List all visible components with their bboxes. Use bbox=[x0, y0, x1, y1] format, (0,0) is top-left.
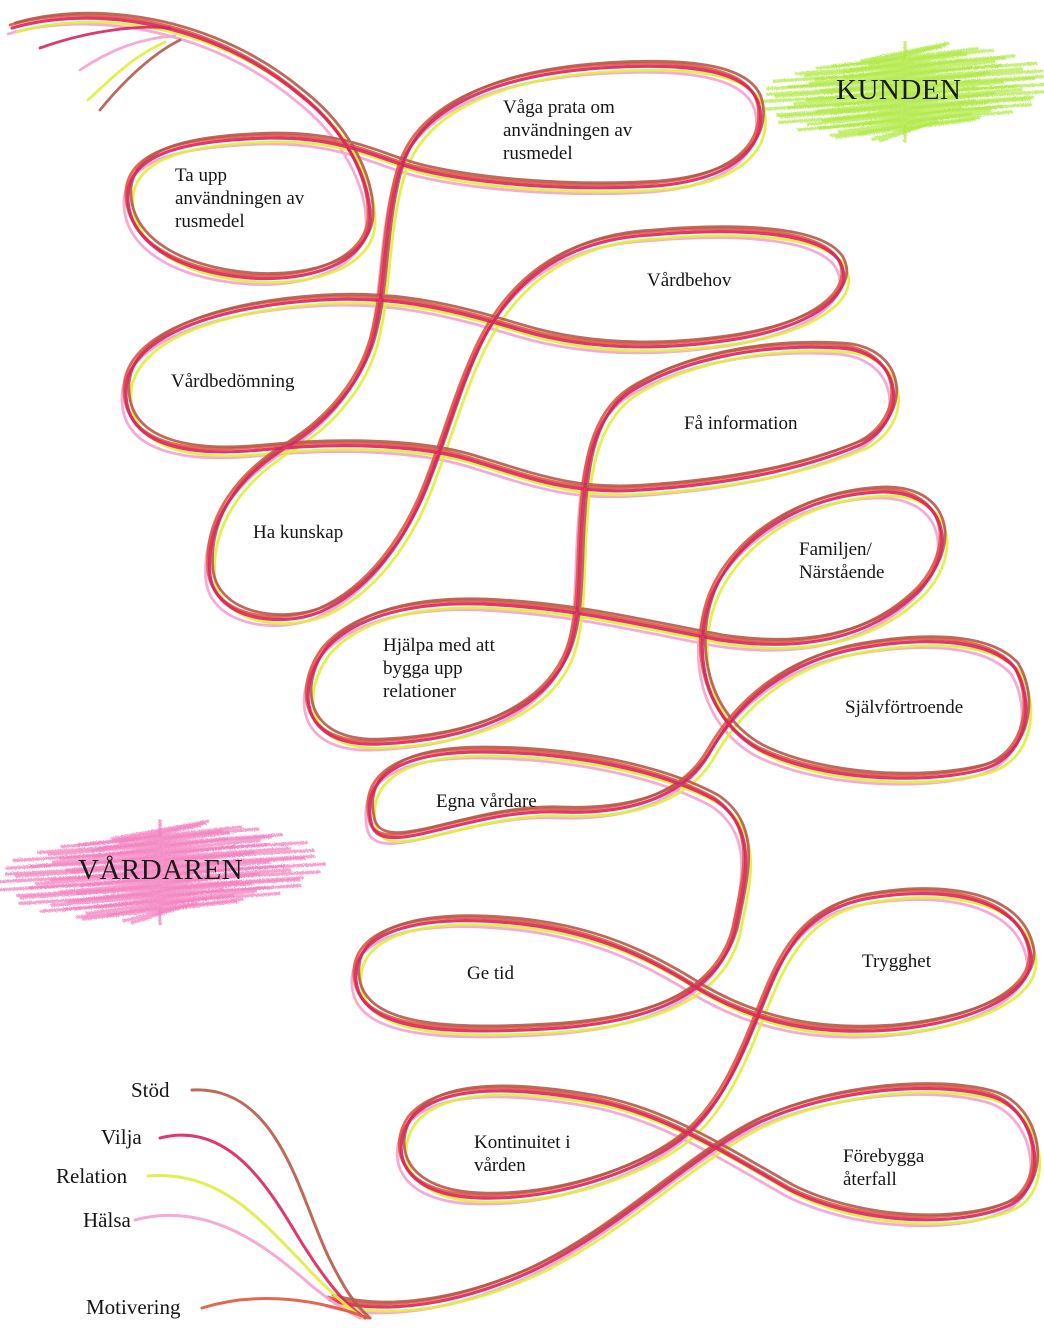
legend-label-relation: Relation bbox=[56, 1164, 128, 1188]
node-ge-tid: Ge tid bbox=[467, 963, 514, 984]
strand-loose-end bbox=[86, 40, 167, 102]
node-ta-upp: Ta upp användningen av rusmedel bbox=[175, 165, 305, 232]
legend-label-vilja: Vilja bbox=[101, 1125, 142, 1149]
node-trygghet: Trygghet bbox=[862, 951, 931, 972]
node-vardbehov: Vårdbehov bbox=[647, 270, 732, 291]
legend-line-vilja bbox=[158, 1133, 367, 1320]
node-vaga-prata: Våga prata om användningen av rusmedel bbox=[503, 97, 633, 164]
highlight-stroke bbox=[766, 69, 1044, 91]
legend-label-halsa: Hälsa bbox=[83, 1208, 131, 1232]
highlight-stroke bbox=[779, 97, 1031, 119]
highlight-stroke bbox=[793, 84, 1017, 106]
node-forebygga: Förebygga återfall bbox=[843, 1146, 925, 1190]
highlight-stroke bbox=[776, 95, 1034, 117]
highlight-stroke bbox=[760, 90, 1044, 111]
customer-title: KUNDEN bbox=[836, 74, 962, 106]
highlight-stroke bbox=[5, 848, 315, 870]
node-fa-information: Få information bbox=[684, 413, 798, 434]
legend-label-motivering: Motivering bbox=[86, 1295, 181, 1319]
caregiver-title: VÅRDAREN bbox=[78, 854, 244, 886]
node-familjen: Familjen/ Närstående bbox=[799, 539, 885, 583]
strand-bundle bbox=[6, 11, 1042, 1315]
strand-vilja bbox=[10, 16, 1037, 1309]
strand-relation bbox=[15, 20, 1042, 1313]
highlight-stroke bbox=[39, 891, 281, 913]
legend-line-motivering bbox=[200, 1297, 370, 1320]
highlight-stroke bbox=[797, 110, 1013, 132]
node-egna-vardare: Egna vårdare bbox=[436, 791, 537, 812]
node-ha-kunskap: Ha kunskap bbox=[253, 522, 344, 543]
legend-line-halsa bbox=[133, 1214, 362, 1320]
highlight-stroke bbox=[65, 850, 255, 872]
node-vardbedomning: Vårdbedömning bbox=[171, 371, 295, 392]
highlight-stroke bbox=[35, 864, 285, 886]
highlight-stroke bbox=[804, 56, 1006, 78]
strand-loose-end bbox=[78, 34, 177, 72]
strand-halsa bbox=[6, 22, 1033, 1315]
highlight-stroke bbox=[806, 104, 1004, 126]
highlight-stroke bbox=[0, 870, 321, 892]
strand-loose-end bbox=[38, 25, 172, 50]
legend-line-relation bbox=[146, 1174, 364, 1320]
highlight-stroke bbox=[14, 856, 306, 878]
legend-line-stod bbox=[190, 1088, 372, 1320]
strand-motivering bbox=[8, 13, 1035, 1306]
strand-stod bbox=[13, 11, 1040, 1304]
node-kontinuitet: Kontinuitet i vården bbox=[474, 1132, 571, 1176]
strand-loose-end bbox=[98, 38, 182, 112]
node-hjalpa: Hjälpa med att bygga upp relationer bbox=[383, 635, 495, 702]
legend-leader-lines bbox=[133, 1088, 372, 1320]
node-sjalvfortroende: Självförtroende bbox=[845, 697, 964, 718]
caregiver-highlight-patch bbox=[0, 819, 327, 925]
legend-label-stod: Stöd bbox=[131, 1078, 170, 1102]
highlight-stroke bbox=[774, 76, 1036, 98]
customer-highlight-patch bbox=[756, 41, 1044, 143]
